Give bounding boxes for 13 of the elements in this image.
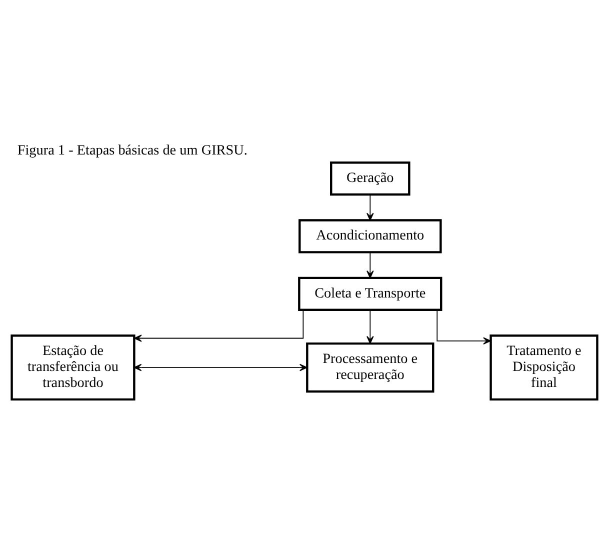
- arrow: [134, 309, 304, 342]
- node-box: Acondicionamento: [298, 219, 442, 254]
- node-box: Estação de transferência ou transbordo: [10, 334, 136, 401]
- arrow: [366, 194, 374, 221]
- arrow: [436, 310, 491, 345]
- arrow: [134, 364, 308, 372]
- node-box: Coleta e Transporte: [298, 276, 442, 311]
- arrow: [366, 309, 374, 344]
- node-box: Geração: [330, 162, 410, 196]
- node-box: Processamento e recuperação: [306, 342, 434, 393]
- diagram-title: Figura 1 - Etapas básicas de um GIRSU.: [17, 142, 248, 158]
- node-box: Tratamento e Disposição final: [490, 334, 598, 401]
- arrow: [366, 252, 374, 278]
